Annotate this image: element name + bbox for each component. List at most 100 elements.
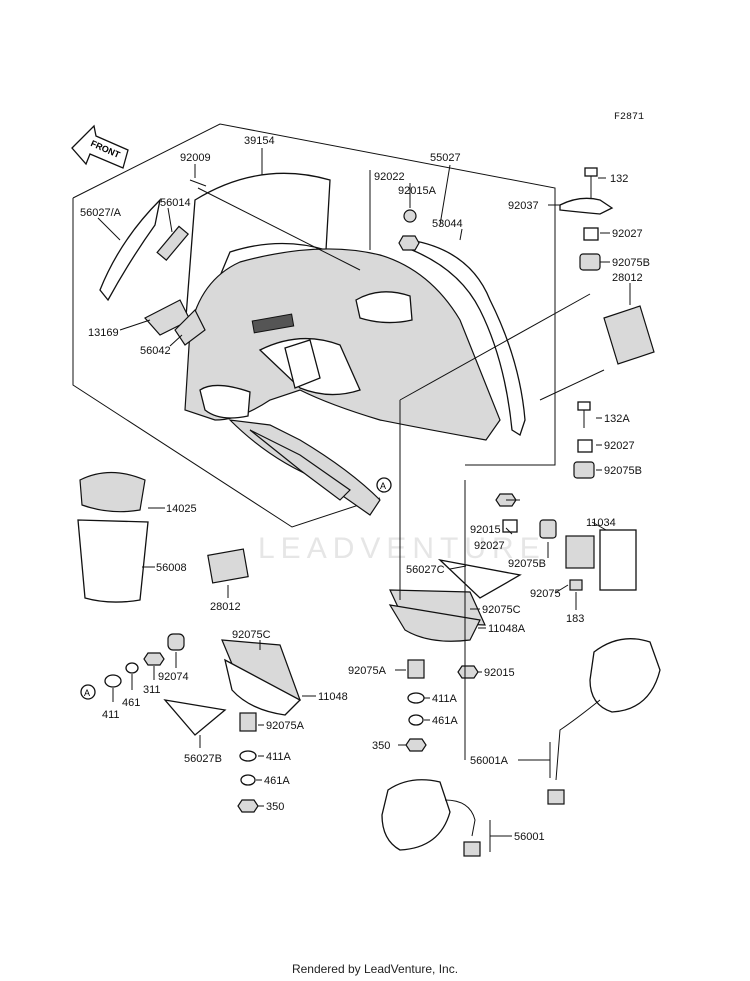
bolt-183 <box>569 579 583 591</box>
watermark-text: LEADVENTURE <box>258 532 546 565</box>
label-92075C-a: 92075C <box>482 604 521 616</box>
label-92015-a: 92015 <box>470 524 501 536</box>
nut-311 <box>143 652 165 666</box>
grommet-92075B-c <box>539 519 557 539</box>
label-56014: 56014 <box>160 197 191 209</box>
side-bracket-56014 <box>156 225 190 261</box>
clip-56042 <box>174 308 206 346</box>
trim-56027C <box>437 558 522 599</box>
label-92015-b: 92015 <box>484 667 515 679</box>
label-461A-a: 461A <box>432 715 458 727</box>
lockwasher-461A-b <box>240 774 256 786</box>
clip-92037 <box>559 197 614 215</box>
label-311: 311 <box>143 684 161 696</box>
label-350-a: 350 <box>372 740 390 752</box>
collar-92027-b <box>577 439 593 453</box>
label-92075: 92075 <box>530 588 561 600</box>
washer-92022 <box>403 209 417 223</box>
svg-text:A: A <box>84 688 90 698</box>
screw-92009 <box>189 179 207 187</box>
label-11048: 11048 <box>318 691 348 703</box>
ref-marker-A-upper: A <box>376 477 392 493</box>
washer-411A <box>407 692 425 704</box>
mount-92075A-b <box>239 712 257 732</box>
label-92027-b: 92027 <box>604 440 635 452</box>
upper-cowl <box>184 248 501 516</box>
label-92075C-b: 92075C <box>232 629 271 641</box>
lockwasher-461 <box>125 662 139 674</box>
label-56027B: 56027B <box>184 753 222 765</box>
label-28012-a: 28012 <box>612 272 643 284</box>
bracket-plate <box>565 535 595 569</box>
label-92027-c: 92027 <box>474 540 505 552</box>
spacer-92074 <box>167 633 185 651</box>
label-28012 <box>603 305 655 365</box>
nut-350-b <box>237 799 259 813</box>
label-56008: 56008 <box>156 562 187 574</box>
nut-92015A <box>398 235 420 251</box>
label-92075A-a: 92075A <box>348 665 387 677</box>
label-28012-b <box>207 548 249 584</box>
label-461A-b: 461A <box>264 775 290 787</box>
bracket-11048A <box>388 604 481 642</box>
label-92022: 92022 <box>374 171 405 183</box>
label-92027-a: 92027 <box>612 228 643 240</box>
grommet-92075B <box>579 253 601 271</box>
label-14025: 14025 <box>166 503 197 515</box>
washer-411 <box>104 674 122 688</box>
label-92075B-b: 92075B <box>604 465 642 477</box>
label-11048A: 11048A <box>488 623 526 635</box>
windshield <box>184 172 331 332</box>
mirror-56001 <box>381 779 481 857</box>
trim-56027B <box>163 699 227 736</box>
label-92037: 92037 <box>508 200 539 212</box>
nut-92015-b <box>457 665 479 679</box>
grommet-92075B-b <box>573 461 595 479</box>
cover-14025 <box>79 471 146 513</box>
label-56001A: 56001A <box>470 755 509 767</box>
label-56027A: 56027/A <box>80 207 122 219</box>
label-350-b: 350 <box>266 801 284 813</box>
label-411A-a: 411A <box>432 693 458 705</box>
label-55027: 55027 <box>430 152 461 164</box>
label-11034: 11034 <box>586 517 616 529</box>
trim-strip <box>409 239 526 436</box>
collar-92027-c <box>502 519 518 533</box>
bolt-132A <box>577 401 591 428</box>
nut-350 <box>405 738 427 752</box>
footer-credit: Rendered by LeadVenture, Inc. <box>291 962 459 976</box>
label-92074: 92074 <box>158 671 189 683</box>
label-53044: 53044 <box>432 218 463 230</box>
label-183: 183 <box>566 613 584 625</box>
label-92015A: 92015A <box>398 185 437 197</box>
mount-92075A <box>407 659 425 679</box>
svg-text:A: A <box>380 481 386 491</box>
mirror-56001A <box>547 638 661 805</box>
label-39154: 39154 <box>244 135 275 147</box>
label-132: 132 <box>610 173 628 185</box>
label-92075B-a: 92075B <box>612 257 650 269</box>
label-132A: 132A <box>604 413 630 425</box>
label-92075B-c: 92075B <box>508 558 546 570</box>
label-92075A-b: 92075A <box>266 720 305 732</box>
leader-lines <box>97 148 631 852</box>
figure-code: F2871 <box>614 112 645 123</box>
bolt-132 <box>584 167 598 198</box>
label-28012-b: 28012 <box>210 601 241 613</box>
label-56001: 56001 <box>514 831 545 843</box>
label-56042: 56042 <box>140 345 171 357</box>
collar-92027 <box>583 227 599 241</box>
washer-411A-b <box>239 750 257 762</box>
assembly-frame <box>72 123 556 466</box>
ref-marker-A-lower: A <box>80 684 96 700</box>
label-411A-b: 411A <box>266 751 292 763</box>
lockwasher-461A <box>408 714 424 726</box>
label-461: 461 <box>122 697 140 709</box>
label-56027C: 56027C <box>406 564 445 576</box>
label-411: 411 <box>102 709 120 721</box>
bracket-11048 <box>224 658 302 716</box>
pocket-56008 <box>77 519 149 603</box>
side-trim-56027A <box>99 198 162 302</box>
bracket-11034 <box>599 529 637 591</box>
